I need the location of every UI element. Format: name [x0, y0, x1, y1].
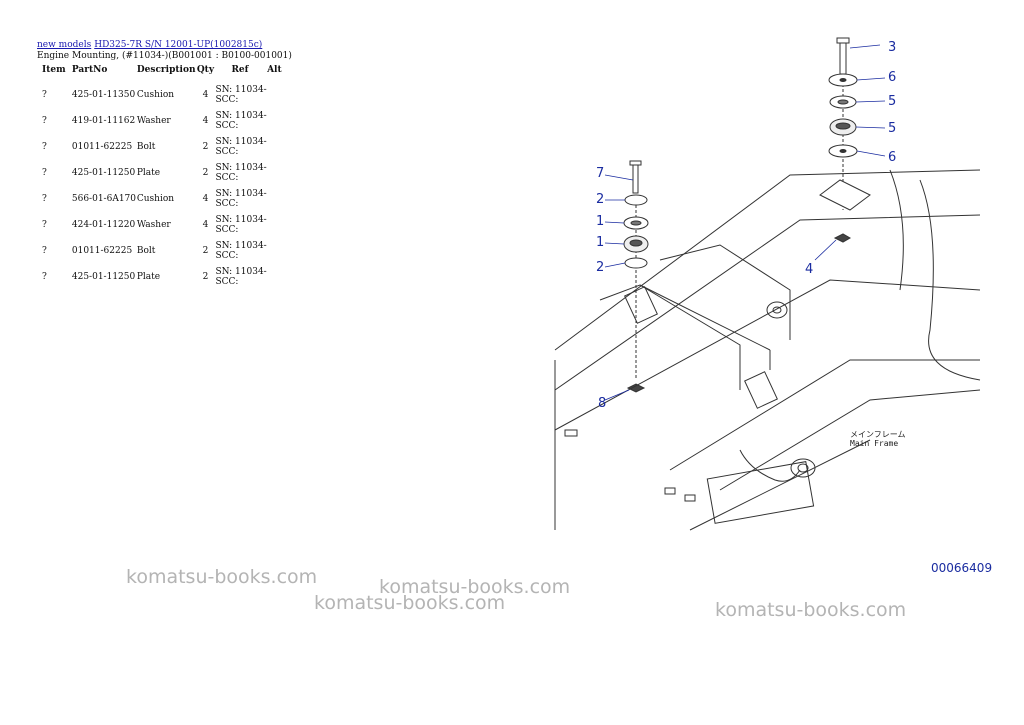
- cell-alt: [267, 160, 287, 186]
- main-frame-label-jp: メインフレーム: [850, 430, 906, 439]
- table-row: ? 425-01-11350 Cushion 4 SN: 11034-SCC:: [37, 82, 287, 108]
- cell-ref: SN: 11034-SCC:: [215, 137, 267, 157]
- header-qty: Qty: [196, 65, 215, 75]
- callout-5: 5: [888, 94, 897, 109]
- cell-description: Bolt: [136, 245, 156, 256]
- cell-description: Plate: [136, 167, 161, 178]
- watermark: komatsu-books.com: [379, 576, 571, 598]
- breadcrumb-link-new-models[interactable]: new models: [37, 40, 92, 50]
- cell-partno: 425-01-11250: [71, 271, 136, 282]
- table-row: ? 01011-62225 Bolt 2 SN: 11034-SCC:: [37, 134, 287, 160]
- table-header-row: Item PartNo Description Qty Ref Alt: [37, 65, 287, 82]
- cell-ref: SN: 11034-SCC:: [215, 267, 267, 287]
- cell-alt: [267, 212, 287, 238]
- watermark: komatsu-books.com: [126, 566, 318, 588]
- cell-description: Cushion: [136, 89, 175, 100]
- page-subtitle: Engine Mounting, (#11034-)(B001001 : B01…: [37, 51, 292, 61]
- callout-6: 6: [888, 70, 897, 85]
- table-row: ? 425-01-11250 Plate 2 SN: 11034-SCC:: [37, 264, 287, 290]
- cell-item: ?: [42, 271, 47, 282]
- right-mount-stack: [819, 37, 871, 243]
- cell-item: ?: [42, 167, 47, 178]
- cell-item: ?: [42, 141, 47, 152]
- cell-partno: 425-01-11350: [71, 89, 136, 100]
- cell-description: Washer: [136, 115, 171, 126]
- callout-5: 5: [888, 121, 897, 136]
- header-ref: Ref: [231, 65, 249, 75]
- cell-partno: 419-01-11162: [71, 115, 136, 126]
- breadcrumb-link-model[interactable]: HD325-7R S/N 12001-UP(1002815c): [94, 40, 263, 50]
- callout-4: 4: [805, 262, 814, 277]
- cell-alt: [267, 134, 287, 160]
- cell-qty: 2: [202, 167, 209, 178]
- table-row: ? 419-01-11162 Washer 4 SN: 11034-SCC:: [37, 108, 287, 134]
- cell-qty: 2: [202, 141, 209, 152]
- parts-drawing: 3 6 5 5 6 7 2 1 1 2 4 8 メインフレーム Main Fra…: [540, 30, 1000, 580]
- cell-qty: 2: [202, 271, 209, 282]
- main-frame-label: メインフレーム Main Frame: [850, 430, 906, 448]
- callout-2: 2: [596, 260, 605, 275]
- callout-2: 2: [596, 192, 605, 207]
- callout-8: 8: [598, 396, 607, 411]
- cell-qty: 4: [202, 193, 209, 204]
- cell-description: Washer: [136, 219, 171, 230]
- cell-description: Plate: [136, 271, 161, 282]
- cell-description: Bolt: [136, 141, 156, 152]
- main-frame-label-en: Main Frame: [850, 439, 899, 448]
- callout-6: 6: [888, 150, 897, 165]
- exploded-view-svg: [554, 37, 981, 531]
- cell-partno: 424-01-11220: [71, 219, 136, 230]
- cell-partno: 01011-62225: [71, 245, 133, 256]
- left-mount-stack: [623, 160, 649, 393]
- cell-ref: SN: 11034-SCC:: [215, 215, 267, 235]
- cell-item: ?: [42, 219, 47, 230]
- main-frame-outline: [554, 169, 981, 531]
- cell-alt: [267, 186, 287, 212]
- header-partno: PartNo: [71, 65, 108, 75]
- cell-partno: 01011-62225: [71, 141, 133, 152]
- callout-1: 1: [596, 235, 605, 250]
- cell-item: ?: [42, 115, 47, 126]
- callout-1: 1: [596, 214, 605, 229]
- table-row: ? 424-01-11220 Washer 4 SN: 11034-SCC:: [37, 212, 287, 238]
- figure-number: 00066409: [931, 561, 993, 575]
- cell-alt: [267, 82, 287, 108]
- cell-alt: [267, 264, 287, 290]
- cell-qty: 4: [202, 115, 209, 126]
- cell-partno: 566-01-6A170: [71, 193, 136, 204]
- cell-ref: SN: 11034-SCC:: [215, 241, 267, 261]
- cell-item: ?: [42, 193, 47, 204]
- table-row: ? 425-01-11250 Plate 2 SN: 11034-SCC:: [37, 160, 287, 186]
- cell-ref: SN: 11034-SCC:: [215, 111, 267, 131]
- header-description: Description: [136, 65, 196, 75]
- callout-3: 3: [888, 40, 897, 55]
- cell-qty: 4: [202, 89, 209, 100]
- watermark: komatsu-books.com: [715, 599, 907, 621]
- cell-item: ?: [42, 89, 47, 100]
- cell-qty: 2: [202, 245, 209, 256]
- header-alt: Alt: [267, 65, 282, 75]
- cell-ref: SN: 11034-SCC:: [215, 163, 267, 183]
- table-row: ? 566-01-6A170 Cushion 4 SN: 11034-SCC:: [37, 186, 287, 212]
- table-row: ? 01011-62225 Bolt 2 SN: 11034-SCC:: [37, 238, 287, 264]
- cell-description: Cushion: [136, 193, 175, 204]
- cell-qty: 4: [202, 219, 209, 230]
- callout-leaders: [604, 44, 886, 401]
- parts-table: Item PartNo Description Qty Ref Alt ? 42…: [37, 65, 287, 290]
- cell-alt: [267, 238, 287, 264]
- callout-7: 7: [596, 166, 605, 181]
- cell-item: ?: [42, 245, 47, 256]
- header-item: Item: [42, 65, 66, 75]
- cell-partno: 425-01-11250: [71, 167, 136, 178]
- watermark: komatsu-books.com: [314, 592, 506, 614]
- cell-ref: SN: 11034-SCC:: [215, 189, 267, 209]
- cell-ref: SN: 11034-SCC:: [215, 85, 267, 105]
- cell-alt: [267, 108, 287, 134]
